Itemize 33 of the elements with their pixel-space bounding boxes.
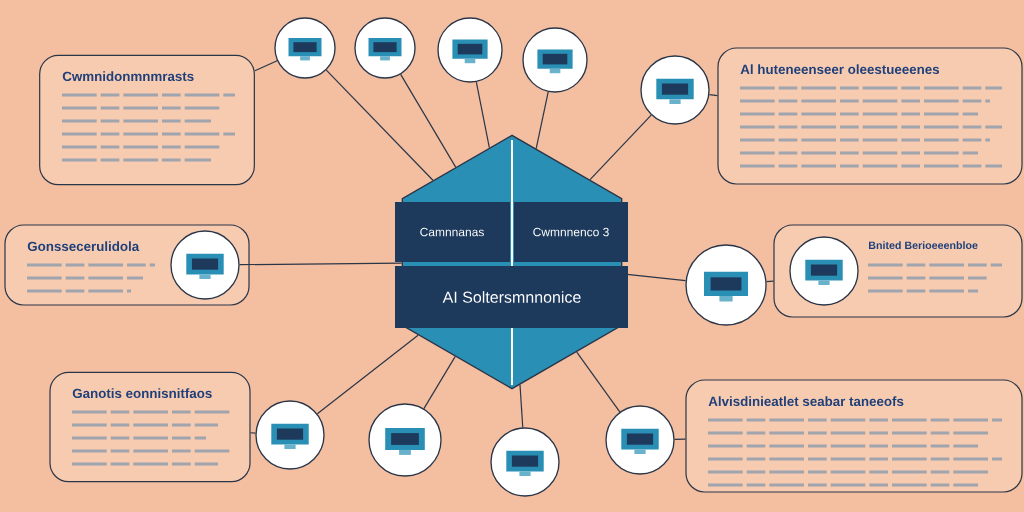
text-card: Ganotis eonnisnitfaos — [49, 371, 251, 483]
text-card: Al huteneenseer oleestueeenes — [717, 47, 1023, 185]
connector-line — [519, 384, 524, 428]
connector-line — [325, 69, 434, 181]
picture-circle — [640, 55, 710, 125]
connector-line — [576, 351, 621, 413]
picture-circle — [274, 17, 336, 79]
connector-line — [316, 334, 419, 415]
connector-line — [423, 356, 456, 410]
picture-circle — [354, 17, 416, 79]
connector-line — [535, 91, 549, 150]
picture-circle — [685, 244, 767, 326]
hexagon-panel: Camnnanas Cwmnnenco 3 AI Soltersmnnonice — [395, 134, 628, 390]
picture-circle — [437, 17, 503, 83]
connector-line — [475, 81, 490, 149]
picture-circle — [170, 230, 240, 300]
connector-line — [239, 262, 403, 266]
picture-circle — [368, 403, 442, 477]
picture-circle — [522, 27, 588, 93]
text-card: Alvisdinieatlet seabar taneeofs — [685, 379, 1023, 493]
picture-circle — [789, 236, 859, 306]
connector-line — [400, 73, 457, 168]
picture-circle — [490, 427, 560, 497]
picture-circle — [255, 400, 325, 470]
connector-line — [621, 273, 687, 282]
text-card: Cwmnidonmnmrasts — [39, 54, 255, 186]
connector-line — [674, 438, 686, 440]
picture-circle — [605, 405, 675, 475]
connector-line — [765, 280, 774, 283]
connector-line — [708, 94, 718, 97]
connector-line — [254, 60, 278, 72]
connector-line — [589, 114, 652, 181]
connector-line — [250, 432, 256, 434]
